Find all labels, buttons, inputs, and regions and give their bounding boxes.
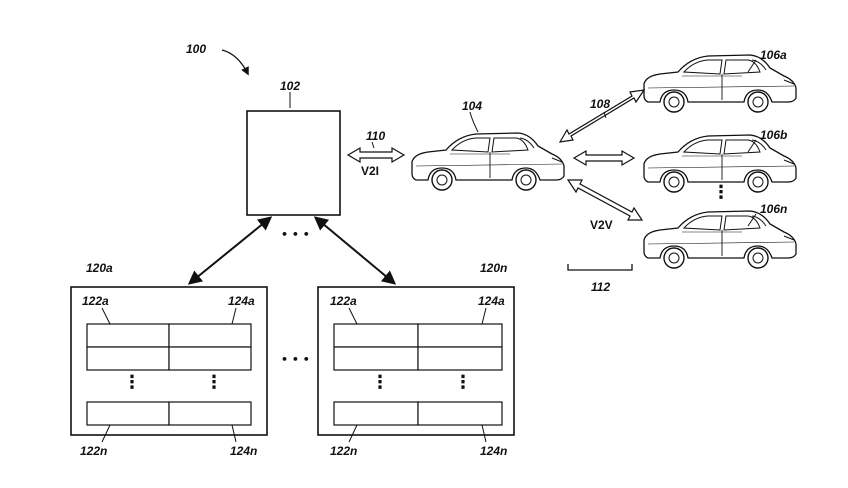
ellipsis-vehicles: ⋮ — [712, 182, 730, 203]
ellipsis-db-a-col2: ⋮ — [205, 372, 223, 393]
label-v2v-link-108: 108 — [590, 97, 611, 111]
database-120a — [70, 286, 268, 443]
ellipsis-db-n-col2: ⋮ — [454, 372, 472, 393]
arrow-server-db-n — [313, 216, 397, 285]
label-db-n-124a: 124a — [478, 294, 505, 308]
v2i-arrow — [346, 146, 406, 164]
server-box — [246, 110, 341, 216]
label-vehicle-106b: 106b — [760, 128, 788, 142]
label-db-n-122n: 122n — [330, 444, 358, 458]
tag-v2i: V2I — [361, 164, 380, 178]
label-db-n-124n: 124n — [480, 444, 508, 458]
ellipsis-db-a-col1: ⋮ — [123, 372, 141, 393]
vehicle-106a — [643, 54, 797, 113]
ellipsis-db-n-col1: ⋮ — [371, 372, 389, 393]
tag-v2v: V2V — [590, 218, 613, 232]
label-db-a-122n: 122n — [80, 444, 108, 458]
label-vehicle-106a: 106a — [760, 48, 787, 62]
label-server-102: 102 — [280, 79, 301, 93]
ellipsis-databases: • • • — [281, 353, 310, 366]
leader-lines — [289, 59, 757, 227]
label-group-112: 112 — [591, 280, 611, 294]
system-pointer — [221, 49, 249, 76]
label-db-120a: 120a — [86, 261, 113, 275]
v2v-arrows — [558, 89, 646, 221]
label-db-a-124n: 124n — [230, 444, 258, 458]
label-db-120n: 120n — [480, 261, 508, 275]
label-host-vehicle-104: 104 — [462, 99, 483, 113]
label-vehicle-106n: 106n — [760, 202, 788, 216]
ellipsis-server-links: • • • — [281, 228, 310, 241]
host-vehicle-104 — [411, 132, 565, 191]
vehicle-106n — [643, 210, 797, 269]
group-bracket — [567, 264, 633, 271]
arrow-server-db-a — [187, 216, 273, 285]
database-120n — [317, 286, 515, 443]
label-db-a-124a: 124a — [228, 294, 255, 308]
label-db-n-122a: 122a — [330, 294, 357, 308]
label-db-a-122a: 122a — [82, 294, 109, 308]
label-system-100: 100 — [186, 42, 207, 56]
label-v2i-link-110: 110 — [366, 129, 386, 143]
